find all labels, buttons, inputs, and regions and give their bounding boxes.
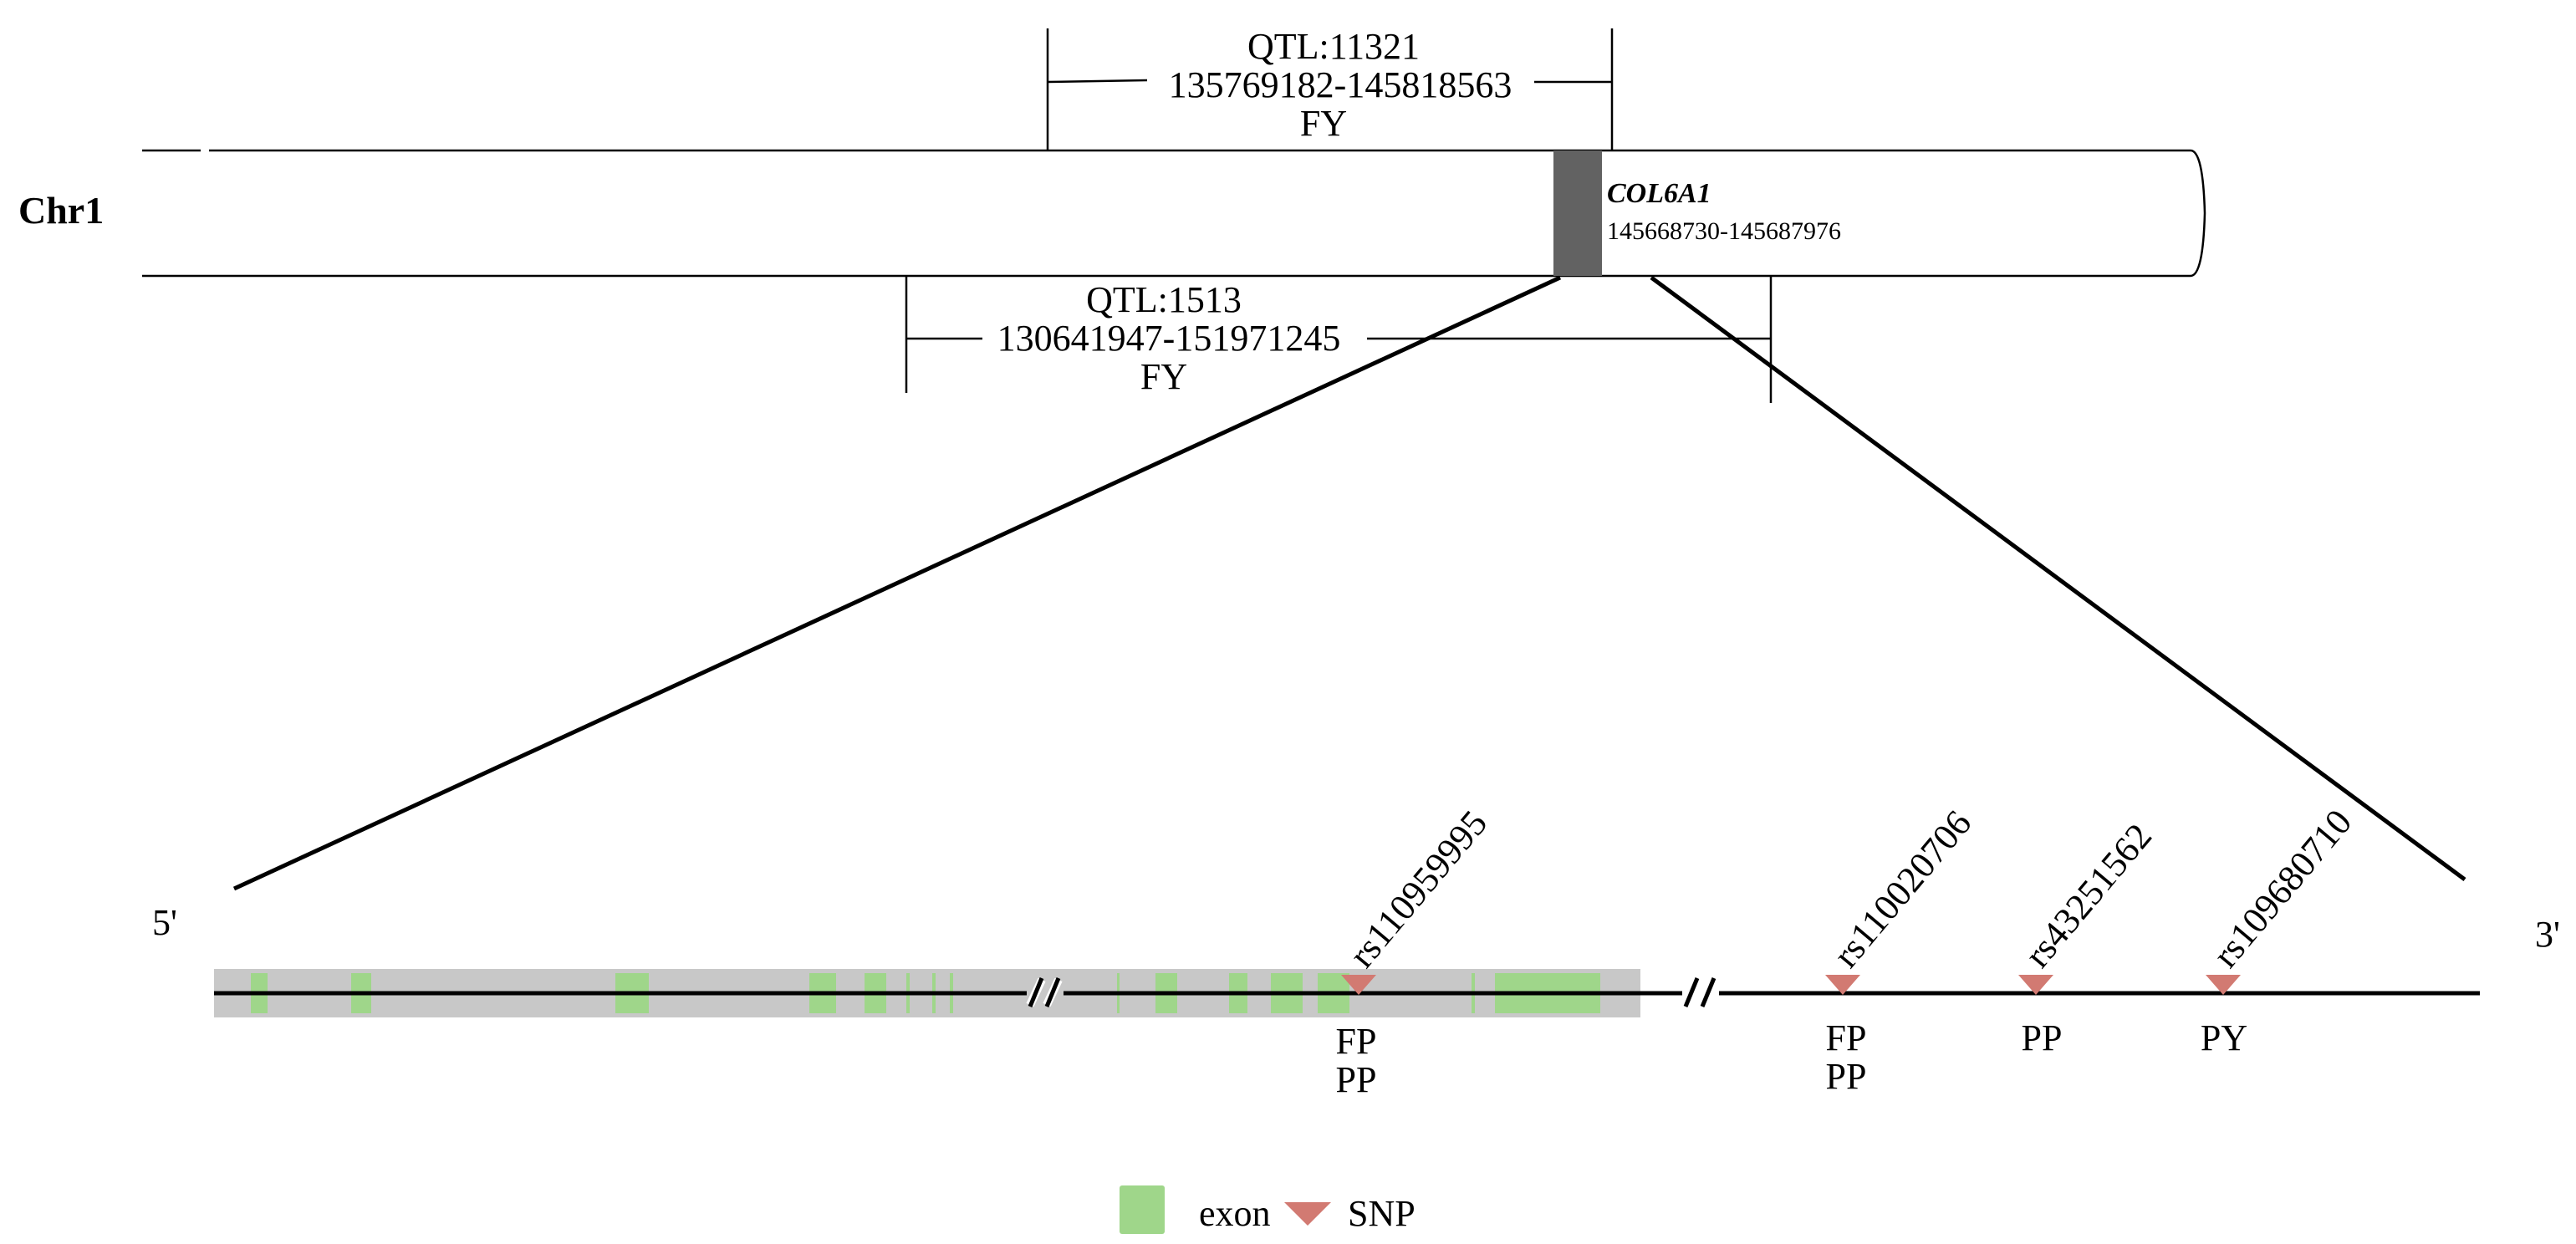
snp-rs109680710: rs109680710 PY [2201, 802, 2359, 1058]
gene-coordinates: 145668730-145687976 [1607, 217, 1841, 245]
qtl-11321-trait: FY [1300, 103, 1347, 144]
snp-id-label: rs109680710 [2205, 802, 2359, 976]
qtl-1513-id: QTL:1513 [1086, 279, 1242, 320]
snp-marker [2206, 975, 2241, 995]
snp-id-label: rs110020706 [1825, 803, 1979, 975]
chromosome-label: Chr1 [18, 189, 104, 232]
snp-trait-label: FP [1826, 1017, 1867, 1058]
legend: exon SNP [1120, 1185, 1416, 1234]
snp-trait-label: PP [1826, 1056, 1867, 1097]
five-prime-label: 5' [152, 902, 177, 943]
qtl-11321-bracket [1046, 28, 1614, 150]
break-mark-2 [1683, 977, 1716, 1007]
snp-id-label: rs110959995 [1341, 803, 1495, 975]
qtl-1513-range: 130641947-151971245 [997, 318, 1341, 359]
legend-exon-label: exon [1199, 1193, 1271, 1234]
snp-trait-label: PP [2022, 1017, 2063, 1058]
gene-position-block [1553, 150, 1602, 276]
break-mark-1 [1026, 977, 1063, 1007]
snp-marker [2018, 975, 2053, 995]
snp-trait-label: PY [2201, 1017, 2247, 1058]
snp-rs110959995: rs110959995 FP PP [1336, 803, 1496, 1100]
chromosome-outline [142, 149, 2206, 278]
three-prime-label: 3' [2535, 914, 2560, 955]
gene-name: COL6A1 [1607, 178, 1711, 209]
snp-rs110020706: rs110020706 FP PP [1825, 803, 1979, 1097]
qtl-1513-bracket [905, 276, 1773, 403]
legend-exon-swatch [1120, 1185, 1165, 1234]
qtl-1513-trait: FY [1140, 356, 1187, 397]
qtl-11321-range: 135769182-145818563 [1169, 64, 1512, 105]
legend-snp-marker [1284, 1202, 1331, 1226]
zoom-line-right [1650, 275, 2466, 882]
snp-rs43251562: rs43251562 PP [2017, 816, 2160, 1058]
qtl-11321-id: QTL:11321 [1247, 26, 1420, 67]
snp-trait-label: FP [1336, 1021, 1377, 1062]
snp-trait-label: PP [1336, 1059, 1377, 1100]
snp-marker [1341, 975, 1376, 995]
snp-id-label: rs43251562 [2017, 816, 2160, 976]
zoom-line-left [232, 275, 1562, 891]
legend-snp-label: SNP [1348, 1193, 1416, 1234]
chromosome-bar [142, 149, 2206, 278]
snp-marker [1825, 975, 1860, 995]
